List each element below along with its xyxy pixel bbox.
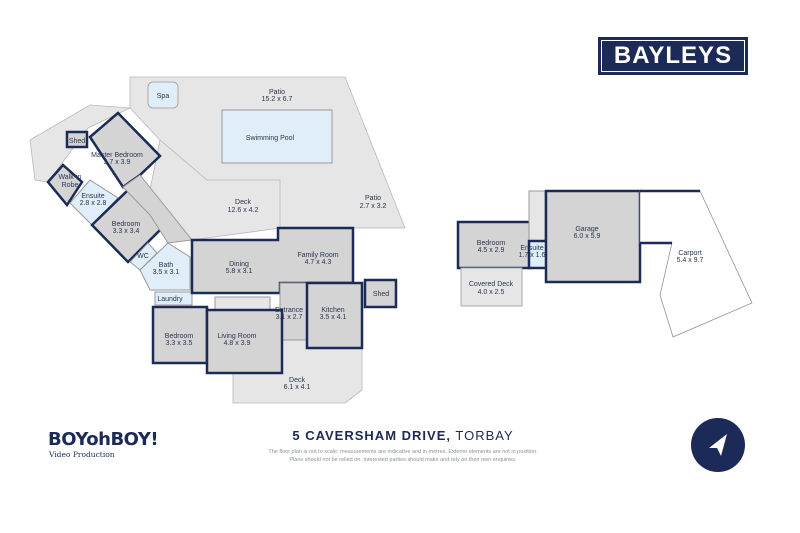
stairs	[214, 296, 271, 311]
address-suburb: TORBAY	[455, 428, 514, 443]
carport	[639, 190, 753, 338]
label-deck-main: Deck	[235, 199, 251, 206]
room-kitchen	[305, 281, 364, 350]
label-ensuite-2: Ensuite	[520, 245, 543, 252]
label-robe: Walk-in	[58, 174, 81, 181]
compass	[691, 418, 745, 472]
size-living: 4.8 x 3.9	[224, 340, 251, 347]
size-covered-deck: 4.0 x 2.5	[478, 289, 505, 296]
spa	[147, 81, 179, 109]
address-street: 5 CAVERSHAM DRIVE,	[292, 428, 451, 443]
label-robe-2: Robe	[62, 182, 79, 189]
room-walk-in-robe	[46, 163, 84, 208]
size-kitchen: 3.5 x 4.1	[320, 314, 347, 321]
label-carport: Carport	[678, 250, 701, 257]
label-deck-front: Deck	[289, 377, 305, 384]
size-deck-front: 6.1 x 4.1	[284, 384, 311, 391]
label-ensuite-1: Ensuite	[81, 193, 104, 200]
size-entrance: 3.1 x 2.7	[276, 314, 303, 321]
shed-right	[363, 278, 398, 309]
size-bath: 3.5 x 3.1	[153, 269, 180, 276]
room-master-bedroom	[88, 111, 162, 189]
label-bath: Bath	[159, 262, 174, 269]
corridor	[122, 174, 193, 244]
size-master: 3.7 x 3.9	[104, 159, 131, 166]
room-bath	[139, 242, 191, 291]
label-kitchen: Kitchen	[321, 307, 344, 314]
shed-small	[65, 130, 89, 149]
size-bedroom-2: 3.3 x 3.5	[166, 340, 193, 347]
room-bedroom-3	[456, 220, 532, 270]
covered-deck	[460, 267, 523, 307]
label-wc: WC	[137, 253, 149, 260]
label-dining: Dining	[229, 261, 249, 268]
label-patio-small: Patio	[365, 195, 381, 202]
room-laundry	[154, 291, 193, 306]
label-shed-right: Shed	[373, 291, 389, 298]
bayleys-logo-text: BAYLEYS	[601, 40, 745, 72]
label-bedroom-2: Bedroom	[165, 333, 194, 340]
size-bedroom-3: 4.5 x 2.9	[478, 247, 505, 254]
size-patio-main: 15.2 x 6.7	[262, 96, 293, 103]
size-carport: 5.4 x 9.7	[677, 257, 704, 264]
size-garage: 6.0 x 5.9	[574, 233, 601, 240]
label-garage: Garage	[575, 226, 598, 233]
label-master: Master Bedroom	[91, 152, 143, 159]
label-family: Family Room	[297, 252, 338, 259]
label-covered-deck: Covered Deck	[469, 281, 514, 288]
north-arrow-icon	[709, 434, 727, 456]
disclaimer-line-1: The floor plan is not to scale; measurem…	[268, 449, 538, 455]
disclaimer-line-2: Plans should not be relied on. Intereste…	[289, 457, 517, 463]
size-deck-main: 12.6 x 4.2	[228, 207, 259, 214]
label-entrance: Entrance	[275, 307, 303, 314]
label-bedroom-1: Bedroom	[112, 221, 141, 228]
producer-subtitle: Video Production	[49, 450, 115, 459]
label-bedroom-3: Bedroom	[477, 240, 506, 247]
label-living: Living Room	[218, 333, 257, 340]
swimming-pool	[221, 109, 333, 164]
room-living	[205, 308, 284, 375]
label-laundry: Laundry	[157, 296, 183, 303]
size-ensuite-2: 1.7 x 1.6	[519, 252, 546, 259]
label-patio-main: Patio	[269, 89, 285, 96]
label-shed-small: Shed	[69, 138, 85, 145]
room-garage	[544, 189, 642, 284]
disclaimer: The floor plan is not to scale; measurem…	[200, 448, 606, 464]
stair-section	[528, 190, 546, 242]
size-patio-small: 2.7 x 3.2	[360, 203, 387, 210]
size-dining: 5.8 x 3.1	[226, 268, 253, 275]
size-ensuite-1: 2.8 x 2.8	[80, 200, 107, 207]
address-title: 5 CAVERSHAM DRIVE, TORBAY	[200, 428, 606, 443]
producer-logo: BOYohBOY!	[48, 429, 159, 450]
room-bedroom-2	[151, 305, 209, 365]
size-bedroom-1: 3.3 x 3.4	[113, 228, 140, 235]
size-family: 4.7 x 4.3	[305, 259, 332, 266]
bayleys-logo: BAYLEYS	[598, 37, 748, 75]
label-spa: Spa	[157, 93, 170, 100]
label-pool: Swimming Pool	[246, 135, 295, 142]
outside-path	[29, 104, 132, 183]
